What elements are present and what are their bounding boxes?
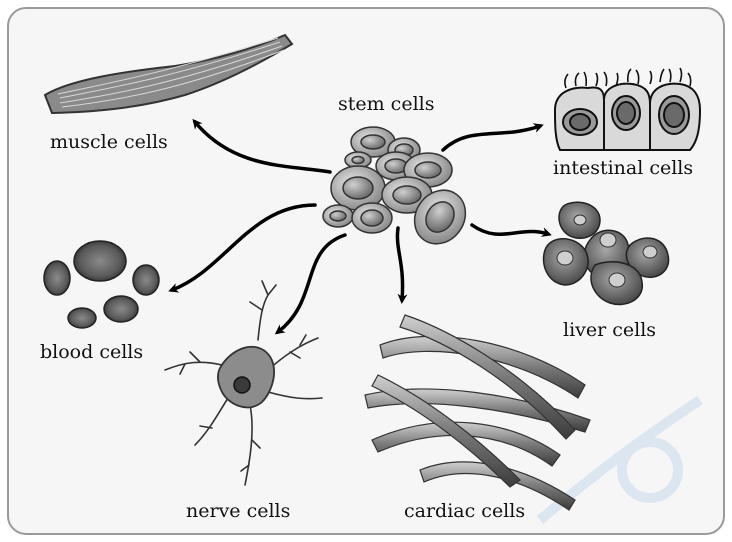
label-liver-cells: liver cells bbox=[563, 319, 656, 341]
label-blood-cells: blood cells bbox=[40, 341, 143, 363]
label-stem-cells: stem cells bbox=[338, 93, 434, 115]
label-muscle-cells: muscle cells bbox=[50, 131, 168, 153]
label-cardiac-cells: cardiac cells bbox=[404, 500, 525, 522]
label-nerve-cells: nerve cells bbox=[186, 500, 290, 522]
label-intestinal-cells: intestinal cells bbox=[553, 157, 693, 179]
